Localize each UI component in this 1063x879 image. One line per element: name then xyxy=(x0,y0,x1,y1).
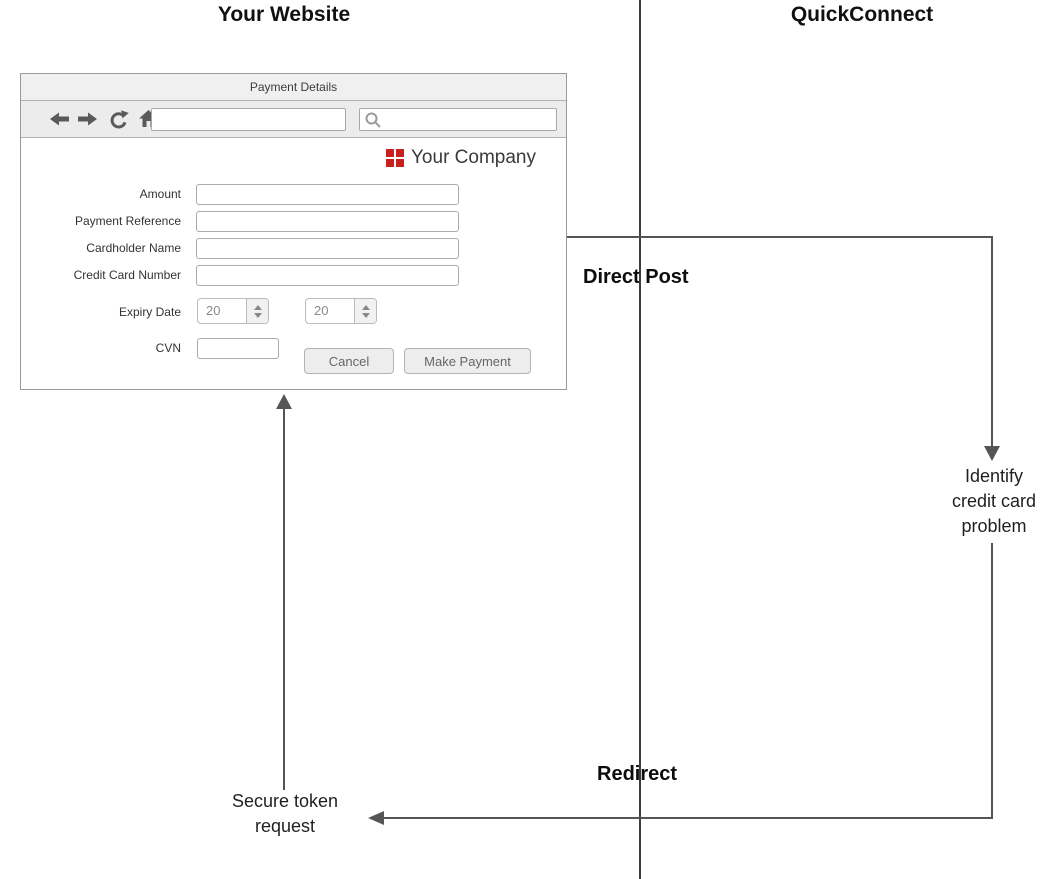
column-divider-line xyxy=(639,0,641,879)
amount-input[interactable] xyxy=(196,184,459,205)
redirect-line-horizontal xyxy=(382,817,993,819)
refresh-icon[interactable] xyxy=(107,110,129,130)
direct-post-line-vertical xyxy=(991,236,993,448)
right-column-title: QuickConnect xyxy=(790,3,934,26)
payment-reference-input[interactable] xyxy=(196,211,459,232)
expiry-month-value: 20 xyxy=(206,303,221,318)
browser-toolbar xyxy=(21,101,566,138)
company-logo: Your Company xyxy=(386,147,536,169)
browser-window: Payment Details xyxy=(20,73,567,390)
direct-post-line-horizontal xyxy=(567,236,993,238)
company-name: Your Company xyxy=(411,147,536,168)
expiry-year-stepper[interactable]: 20 xyxy=(305,298,377,324)
cardholder-name-input[interactable] xyxy=(196,238,459,259)
search-icon xyxy=(364,111,382,129)
secure-token-request-text: Secure token request xyxy=(231,791,339,836)
search-input[interactable] xyxy=(382,112,556,127)
arrowhead-left-icon xyxy=(368,811,384,825)
credit-card-number-input[interactable] xyxy=(196,265,459,286)
forward-icon[interactable] xyxy=(76,110,98,130)
expiry-date-label: Expiry Date xyxy=(118,305,181,319)
left-column-title: Your Website xyxy=(217,3,351,26)
identify-credit-card-problem-text: Identify credit card problem xyxy=(951,466,1037,536)
redirect-label: Redirect xyxy=(597,763,678,785)
credit-card-number-label: Credit Card Number xyxy=(73,268,181,282)
secure-token-line-vertical xyxy=(283,407,285,790)
browser-title-bar: Payment Details xyxy=(21,74,566,101)
expiry-month-stepper[interactable]: 20 xyxy=(197,298,269,324)
redirect-line-vertical xyxy=(991,543,993,819)
arrowhead-up-icon xyxy=(276,394,292,409)
stepper-arrows-icon[interactable] xyxy=(354,299,376,323)
direct-post-label: Direct Post xyxy=(583,266,689,288)
cvn-label: CVN xyxy=(155,341,181,355)
payment-reference-label: Payment Reference xyxy=(74,214,181,228)
arrowhead-down-icon xyxy=(984,446,1000,461)
cardholder-name-label: Cardholder Name xyxy=(86,241,181,255)
back-icon[interactable] xyxy=(49,110,71,130)
company-logo-icon xyxy=(386,149,404,167)
payment-page-content: Your Company Amount Payment Reference Ca… xyxy=(21,138,566,389)
cancel-button[interactable]: Cancel xyxy=(304,348,394,374)
amount-label: Amount xyxy=(139,187,181,201)
address-bar-input[interactable] xyxy=(151,108,346,131)
cvn-input[interactable] xyxy=(197,338,279,359)
search-box[interactable] xyxy=(359,108,557,131)
stepper-arrows-icon[interactable] xyxy=(246,299,268,323)
expiry-year-value: 20 xyxy=(314,303,329,318)
make-payment-button[interactable]: Make Payment xyxy=(404,348,531,374)
